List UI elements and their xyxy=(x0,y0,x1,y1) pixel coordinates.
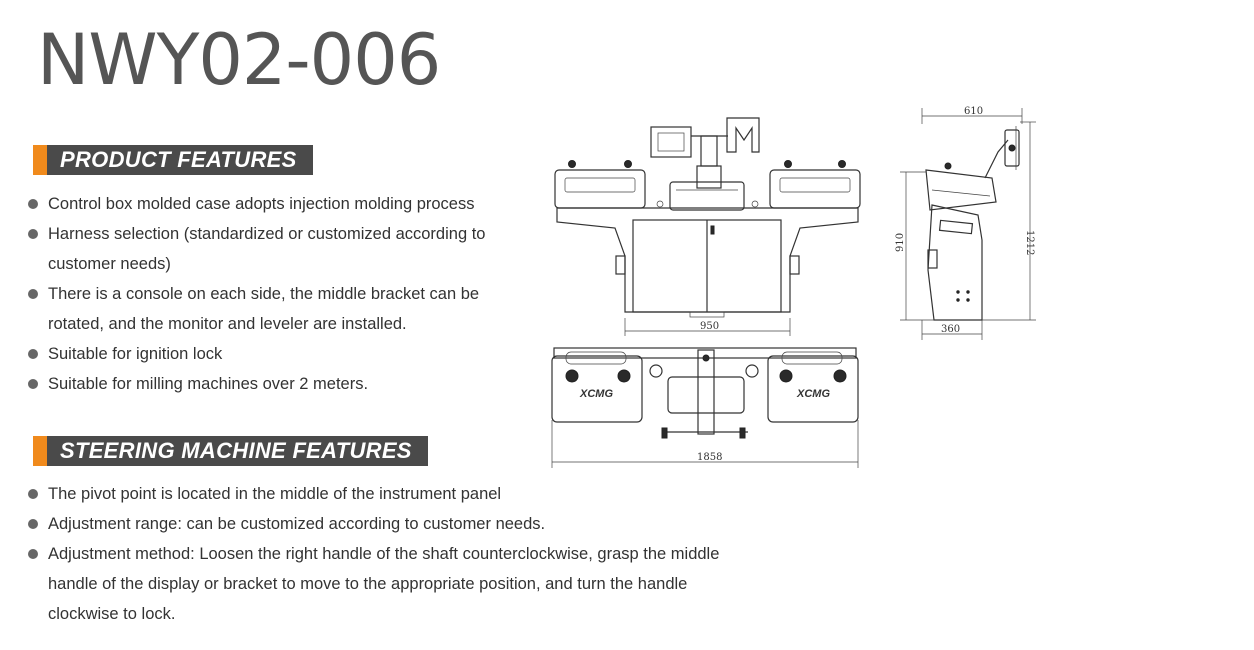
list-item: There is a console on each side, the mid… xyxy=(28,279,538,339)
knob-icon xyxy=(624,160,632,168)
knob-icon xyxy=(838,160,846,168)
dimension-side-total-height: 1212 xyxy=(1024,230,1035,255)
left-console-top xyxy=(551,355,643,423)
product-features-heading: PRODUCT FEATURES xyxy=(33,145,313,175)
right-control-box xyxy=(769,169,861,209)
heading-accent xyxy=(33,436,47,466)
center-control-box xyxy=(669,181,745,211)
dimension-front-width: 950 xyxy=(700,321,719,332)
bullet-icon xyxy=(28,349,38,359)
list-item: Adjustment method: Loosen the right hand… xyxy=(28,539,738,629)
bracket-pivot-icon xyxy=(700,135,718,167)
product-features-title: PRODUCT FEATURES xyxy=(47,145,313,175)
side-handle-icon xyxy=(789,255,800,275)
bullet-icon xyxy=(28,489,38,499)
knob-icon xyxy=(784,160,792,168)
list-item: Suitable for ignition lock xyxy=(28,339,538,369)
side-handle-icon xyxy=(927,249,938,269)
bullet-icon xyxy=(28,519,38,529)
steering-features-title: STEERING MACHINE FEATURES xyxy=(47,436,428,466)
dimension-side-height: 910 xyxy=(895,233,906,252)
joystick-icon xyxy=(833,369,847,383)
list-item: Adjustment range: can be customized acco… xyxy=(28,509,738,539)
brand-logo-right: XCMG xyxy=(796,388,830,400)
list-item: Control box molded case adopts injection… xyxy=(28,189,538,219)
steering-features-heading: STEERING MACHINE FEATURES xyxy=(33,436,428,466)
dimension-side-base-depth: 360 xyxy=(941,324,960,335)
bullet-icon xyxy=(28,379,38,389)
side-monitor-icon xyxy=(1004,129,1020,167)
side-handle-icon xyxy=(615,255,626,275)
bullet-icon xyxy=(28,549,38,559)
joystick-icon xyxy=(565,369,579,383)
product-features-list: Control box molded case adopts injection… xyxy=(28,189,538,399)
center-console-top xyxy=(667,376,745,414)
bullet-icon xyxy=(28,199,38,209)
dimension-total-width: 1858 xyxy=(697,452,722,463)
bullet-icon xyxy=(28,289,38,299)
list-item: The pivot point is located in the middle… xyxy=(28,479,738,509)
side-view: 610 910 1212 360 xyxy=(895,106,1036,340)
list-item: Harness selection (standardized or custo… xyxy=(28,219,538,279)
console-table xyxy=(556,207,859,313)
joystick-icon xyxy=(779,369,793,383)
knob-icon xyxy=(568,160,576,168)
heading-accent xyxy=(33,145,47,175)
steering-features-list: The pivot point is located in the middle… xyxy=(28,479,738,629)
left-control-box xyxy=(554,169,646,209)
top-view: XCMG XCMG 1858 xyxy=(551,347,859,468)
bracket-arm-top xyxy=(697,349,715,435)
list-item: Suitable for milling machines over 2 met… xyxy=(28,369,538,399)
side-control-box xyxy=(925,169,997,211)
model-title: NWY02-006 xyxy=(37,19,441,101)
dimension-side-top-width: 610 xyxy=(964,106,983,117)
bullet-icon xyxy=(28,229,38,239)
leveler-bracket-icon xyxy=(726,117,760,153)
brand-logo-left: XCMG xyxy=(579,388,613,400)
right-console-top xyxy=(767,355,859,423)
joystick-icon xyxy=(617,369,631,383)
front-view: 950 xyxy=(554,117,861,336)
monitor-head-icon xyxy=(650,126,692,158)
